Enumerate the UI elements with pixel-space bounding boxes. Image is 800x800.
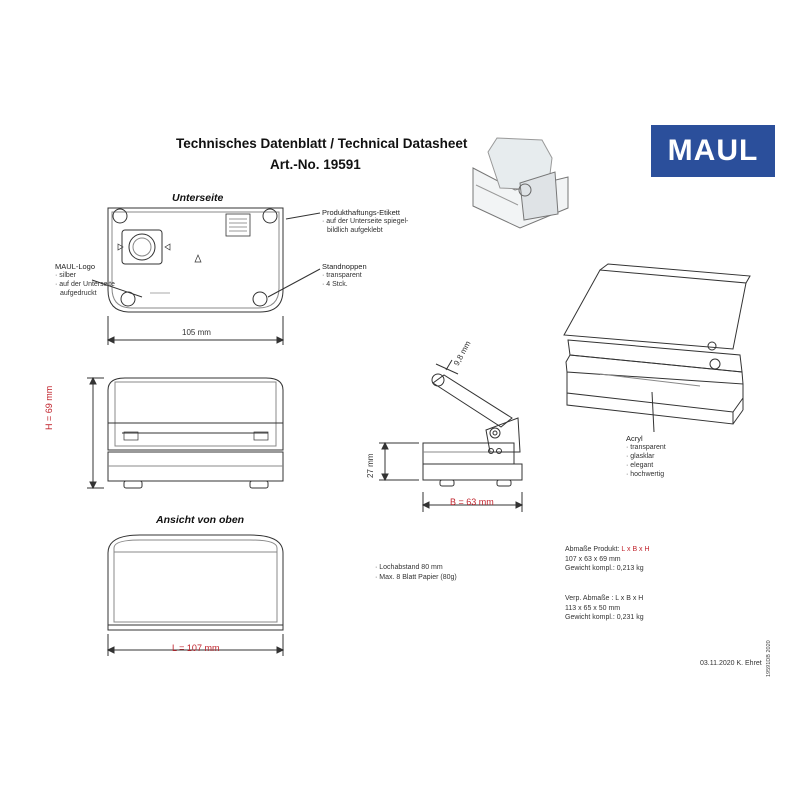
maul-logo-line-2: · auf der Unterseite: [55, 281, 115, 288]
acrylic-line-4: · hochwertig: [626, 471, 665, 478]
product-dims-value: 107 x 63 x 69 mm: [565, 555, 621, 563]
feet-title: Standnoppen: [322, 262, 367, 271]
packaging-dims-axes: : L x B x H: [611, 595, 644, 602]
length-dimension: L = 107 mm: [172, 643, 220, 653]
acrylic-callout: Acryl · transparent · glasklar · elegant…: [626, 434, 666, 479]
feet-line-2: · 4 Stck.: [322, 281, 348, 288]
packaging-dims-value: 113 x 65 x 50 mm: [565, 604, 621, 612]
bottom-width-dimension: 105 mm: [182, 328, 211, 337]
top-view-drawing: [106, 534, 285, 656]
side-view-drawing: [379, 359, 524, 512]
depth-dimension: B = 63 mm: [450, 497, 494, 507]
isometric-view-drawing: [563, 263, 751, 433]
acrylic-line-2: · glasklar: [626, 453, 655, 460]
label-tag-title: Produkthaftungs-Etikett: [322, 208, 400, 217]
height-dimension: H = 69 mm: [44, 385, 54, 430]
maul-logo: MAUL: [651, 125, 775, 177]
maul-logo-line-1: · silber: [55, 272, 77, 279]
article-number: Art.-No. 19591: [270, 157, 361, 172]
feature-hole-spacing: · Lochabstand 80 mm: [375, 564, 443, 571]
front-view-drawing: [87, 376, 284, 490]
product-weight: Gewicht kompl.: 0,213 kg: [565, 565, 644, 572]
footer-doc-code: 19591DB 2020: [766, 640, 772, 677]
product-dims-label: Abmaße Produkt:: [565, 546, 620, 553]
maul-logo-title: MAUL-Logo: [55, 262, 96, 271]
acrylic-line-1: · transparent: [626, 444, 666, 451]
maul-logo-line-3: aufgedruckt: [60, 290, 97, 297]
maul-logo-callout: MAUL-Logo · silber · auf der Unterseite …: [55, 262, 115, 298]
footer-date-author: 03.11.2020 K. Ehret: [700, 660, 762, 667]
label-tag-callout: Produkthaftungs-Etikett · auf der Unters…: [322, 208, 408, 235]
packaging-specs: Verp. Abmaße : L x B x H 113 x 65 x 50 m…: [565, 594, 644, 623]
product-photo: [472, 137, 569, 229]
base-height-dimension: 27 mm: [366, 453, 375, 478]
acrylic-line-3: · elegant: [626, 462, 654, 469]
product-specs: Abmaße Produkt: L x B x H 107 x 63 x 69 …: [565, 545, 650, 574]
features-block: · Lochabstand 80 mm · Max. 8 Blatt Papie…: [375, 563, 457, 582]
feature-max-sheets: · Max. 8 Blatt Papier (80g): [375, 573, 457, 581]
label-tag-line-1: · auf der Unterseite spiegel-: [322, 218, 409, 225]
bottom-view-drawing: [91, 207, 321, 345]
acrylic-title: Acryl: [626, 434, 643, 443]
bottom-view-heading: Unterseite: [172, 192, 224, 204]
datasheet-title: Technisches Datenblatt / Technical Datas…: [176, 136, 468, 151]
feet-callout: Standnoppen · transparent · 4 Stck.: [322, 262, 367, 289]
feet-line-1: · transparent: [322, 272, 362, 279]
packaging-weight: Gewicht kompl.: 0,231 kg: [565, 614, 644, 621]
product-dims-axes: L x B x H: [621, 546, 650, 553]
packaging-dims-label: Verp. Abmaße: [565, 595, 610, 602]
label-tag-line-2: bildlich aufgeklebt: [327, 227, 383, 234]
top-view-heading: Ansicht von oben: [156, 514, 245, 526]
